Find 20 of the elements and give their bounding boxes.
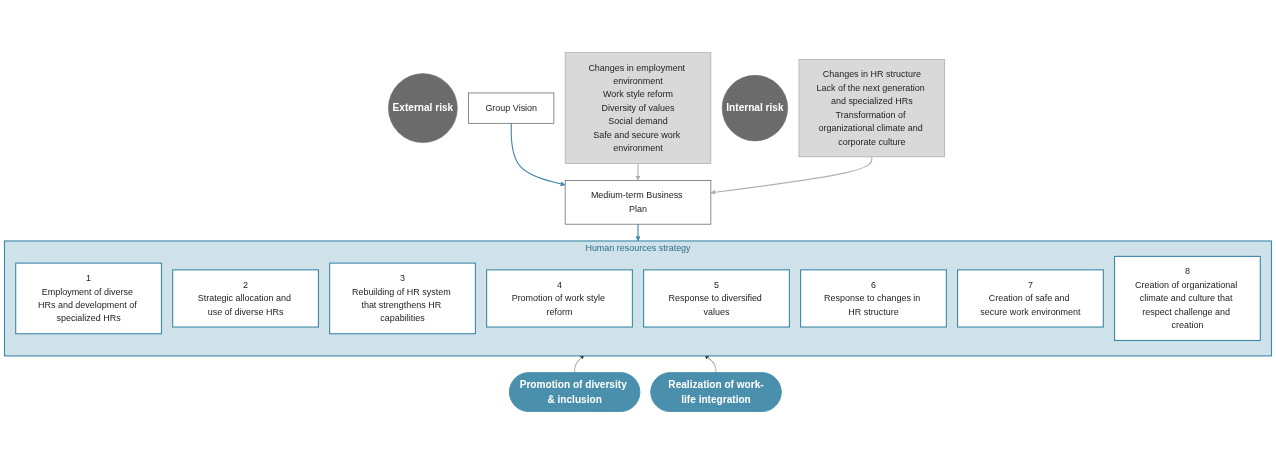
arrow: [510, 122, 566, 187]
arrow: [574, 354, 585, 374]
node-box: Medium-term Business Plan: [564, 180, 712, 225]
node-box: 8 Creation of organizational climate and culture that respect challenge and creation: [1114, 255, 1261, 342]
node-circle: External risk: [388, 73, 458, 143]
arrow: [635, 163, 641, 181]
arrow: [710, 156, 873, 195]
node-box: 3 Rebuilding of HR system that strengthens HR capabilities: [329, 262, 476, 335]
node-box: Group Vision: [468, 92, 555, 124]
node-box: Changes in employment environment Work style reform Diversity of values Social demand Safe and secure work environment: [564, 52, 712, 164]
arrow: [704, 354, 717, 374]
node-box: 1 Employment of diverse HRs and development of specialized HRs: [15, 262, 162, 335]
node-box: 2 Strategic allocation and use of diverse HRs: [172, 269, 319, 328]
arrow: [635, 223, 641, 242]
node-circle: Internal risk: [721, 75, 788, 142]
node-box: 4 Promotion of work style reform: [486, 269, 633, 328]
node-box: Changes in HR structure Lack of the next generation and specialized HRs Transformation of organizational climate and corporate culture: [798, 59, 945, 158]
node-box: 5 Response to diversified values: [643, 269, 790, 328]
node-box: 7 Creation of safe and secure work environment: [957, 269, 1104, 328]
node-box: 6 Response to changes in HR structure: [800, 269, 947, 328]
